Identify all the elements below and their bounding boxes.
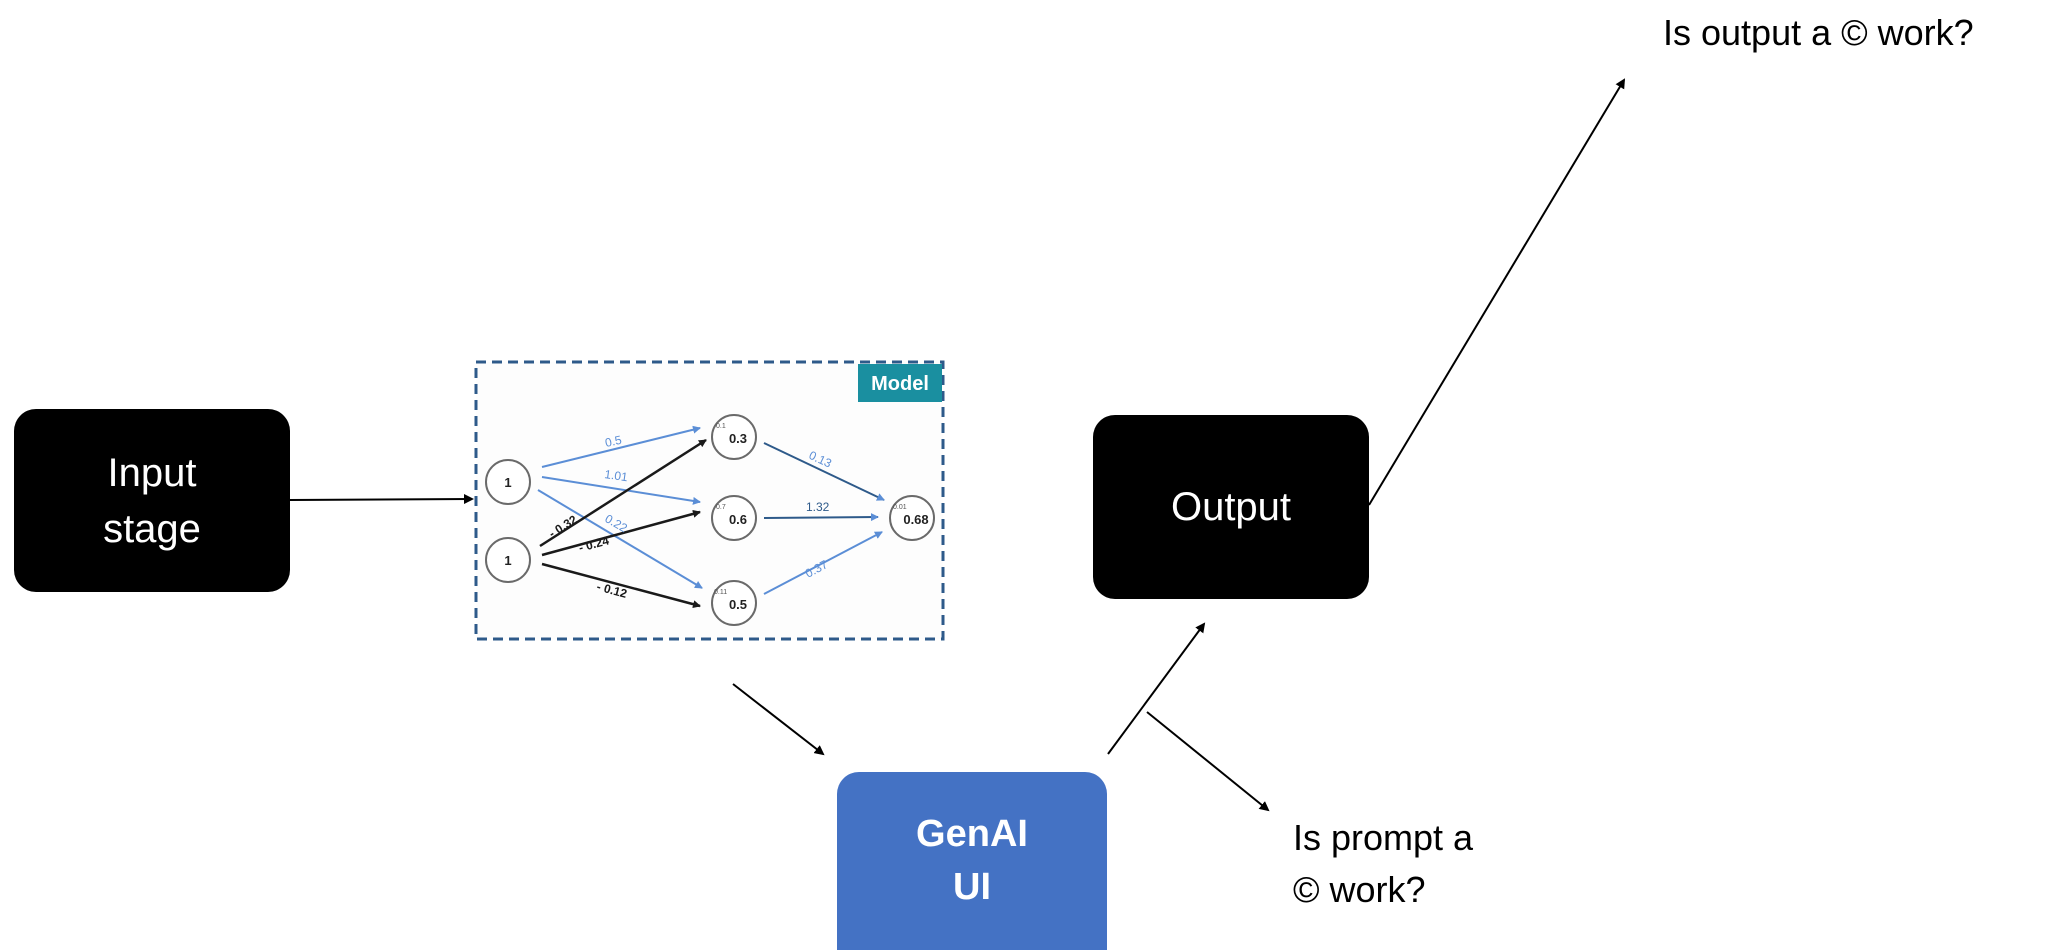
weight-i1-h2: 1.01 bbox=[604, 467, 629, 484]
arrow-genai-to-output bbox=[1107, 622, 1206, 755]
prompt-copyright-question: Is prompt a © work? bbox=[1293, 817, 1474, 911]
edge-h2-o bbox=[763, 513, 879, 522]
nn-input-node-2: 1 bbox=[485, 537, 531, 583]
output-label: Output bbox=[1170, 485, 1292, 529]
arrow-to-prompt-question bbox=[1146, 711, 1270, 812]
genai-ui-box: GenAI UI bbox=[837, 772, 1107, 950]
svg-text:1: 1 bbox=[504, 475, 511, 490]
svg-text:0.01: 0.01 bbox=[893, 504, 907, 511]
arrow-input-to-model bbox=[289, 494, 474, 505]
edge-h3-o bbox=[763, 531, 883, 595]
weight-i1-h1: 0.5 bbox=[604, 433, 624, 450]
edge-i2-h3 bbox=[541, 562, 701, 609]
svg-text:0.5: 0.5 bbox=[729, 597, 747, 612]
input-stage-label: Input stage bbox=[103, 450, 201, 551]
weight-h2-o: 1.32 bbox=[806, 500, 830, 514]
model-panel-border bbox=[474, 360, 945, 641]
svg-text:0.7: 0.7 bbox=[716, 504, 726, 511]
output-box: Output bbox=[1093, 415, 1369, 599]
edge-i2-h1 bbox=[539, 438, 707, 548]
svg-text:1: 1 bbox=[504, 553, 511, 568]
nn-hidden-node-1: 0.1 0.3 bbox=[711, 414, 757, 460]
edge-i1-h3 bbox=[537, 489, 703, 589]
nn-hidden-node-3: 0.11 0.5 bbox=[711, 580, 757, 626]
svg-text:0.3: 0.3 bbox=[729, 431, 747, 446]
genai-ui-label: GenAI UI bbox=[916, 812, 1028, 908]
nn-output-node: 0.01 0.68 bbox=[889, 495, 935, 541]
edge-i1-h1 bbox=[541, 425, 701, 468]
model-tag bbox=[858, 364, 942, 402]
svg-text:0.6: 0.6 bbox=[729, 512, 747, 527]
model-panel: Model 0.5 1.01 0.22 - 0.32 - 0.24 - 0.12… bbox=[474, 360, 945, 641]
model-tag-label: Model bbox=[871, 373, 929, 395]
svg-text:0.11: 0.11 bbox=[714, 589, 727, 596]
svg-text:0.1: 0.1 bbox=[716, 423, 726, 430]
output-copyright-question: Is output a © work? bbox=[1663, 12, 1974, 53]
nn-input-node-1: 1 bbox=[485, 459, 531, 505]
svg-text:0.68: 0.68 bbox=[903, 512, 928, 527]
edge-i2-h2 bbox=[541, 509, 701, 557]
edge-h1-o bbox=[763, 442, 885, 501]
arrow-output-to-question bbox=[1368, 78, 1626, 506]
edge-i1-h2 bbox=[541, 476, 701, 505]
nn-hidden-node-2: 0.7 0.6 bbox=[711, 495, 757, 541]
arrow-model-to-genai bbox=[732, 683, 825, 756]
input-stage-box: Input stage bbox=[14, 409, 290, 592]
